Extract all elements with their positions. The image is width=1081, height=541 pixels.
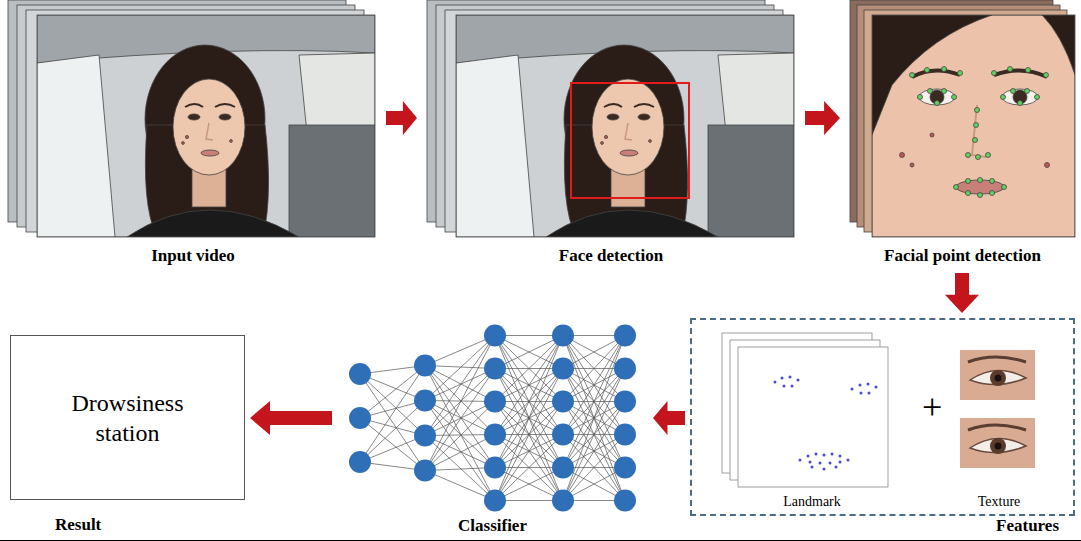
face-detection-frames <box>427 0 794 237</box>
network-neuron <box>614 490 636 512</box>
network-neuron <box>349 407 371 429</box>
network-neuron <box>484 358 506 380</box>
network-neuron <box>484 490 506 512</box>
network-link <box>563 336 625 501</box>
image-stack: Face detection <box>422 0 800 268</box>
bottom-rule <box>0 540 1081 541</box>
caption: Classifier <box>337 516 648 536</box>
result-box: Drowsiness stationResult <box>10 335 245 500</box>
network-link <box>495 402 563 501</box>
features-panel: LandmarkTextureFeatures <box>690 318 1075 516</box>
network-neuron <box>552 424 574 446</box>
input-video-frames <box>8 0 375 237</box>
network-link <box>425 402 495 436</box>
network-neuron <box>414 390 436 412</box>
network-neuron <box>414 460 436 482</box>
texture-patches: Texture <box>951 345 1047 512</box>
image-stack: Facial point detection <box>845 0 1080 268</box>
network-neuron <box>552 391 574 413</box>
flow-arrow <box>653 401 685 435</box>
network-link <box>425 369 495 401</box>
network-neuron <box>484 457 506 479</box>
network-link <box>563 402 625 501</box>
network-link <box>425 471 495 501</box>
network-link <box>495 468 563 501</box>
network-link <box>563 336 625 435</box>
box-label: Drowsiness station <box>53 388 203 448</box>
texture-patches <box>960 350 1035 468</box>
network-link <box>495 336 563 435</box>
network-link <box>495 336 563 501</box>
flow-arrow <box>250 401 332 435</box>
landmark-stack: Landmark <box>719 332 905 512</box>
network-neuron <box>614 457 636 479</box>
network-link <box>425 336 495 436</box>
caption: Face detection <box>422 246 800 266</box>
plus-sign: + <box>922 386 942 428</box>
network-link <box>495 336 563 435</box>
network-neuron <box>614 325 636 347</box>
network-neuron <box>349 363 371 385</box>
network-neuron <box>484 391 506 413</box>
network-link <box>495 336 563 369</box>
network-neuron <box>484 424 506 446</box>
network-link <box>425 436 495 468</box>
network-link <box>495 468 563 501</box>
network-link <box>495 402 563 501</box>
network-neuron <box>349 451 371 473</box>
network-link <box>425 369 495 471</box>
network-neuron <box>484 325 506 347</box>
network-neuron <box>614 391 636 413</box>
network-link <box>425 401 495 435</box>
network-neuron <box>552 457 574 479</box>
caption: Facial point detection <box>845 246 1080 266</box>
caption: Result <box>55 515 101 535</box>
image-stack: Input video <box>5 0 381 268</box>
flow-arrow <box>386 101 417 135</box>
caption: Texture <box>951 494 1047 510</box>
caption: Features <box>996 516 1059 536</box>
network-link <box>563 336 625 435</box>
network-neuron <box>552 490 574 512</box>
network-neuron <box>614 424 636 446</box>
network-link <box>563 336 625 501</box>
network-neuron <box>552 325 574 347</box>
network-neuron <box>614 358 636 380</box>
network-link <box>495 336 563 369</box>
network-neuron <box>414 425 436 447</box>
caption: Input video <box>5 246 381 266</box>
network-link <box>495 336 563 501</box>
classifier-network: Classifier <box>337 318 648 538</box>
facial-point-frames <box>850 0 1075 237</box>
flow-arrow <box>805 101 840 135</box>
flow-arrow <box>945 273 979 313</box>
landmark-pages <box>722 333 888 487</box>
network-neuron <box>414 355 436 377</box>
caption: Landmark <box>719 494 905 510</box>
network-neuron <box>552 358 574 380</box>
network-link <box>563 402 625 501</box>
neural-network <box>349 325 636 512</box>
